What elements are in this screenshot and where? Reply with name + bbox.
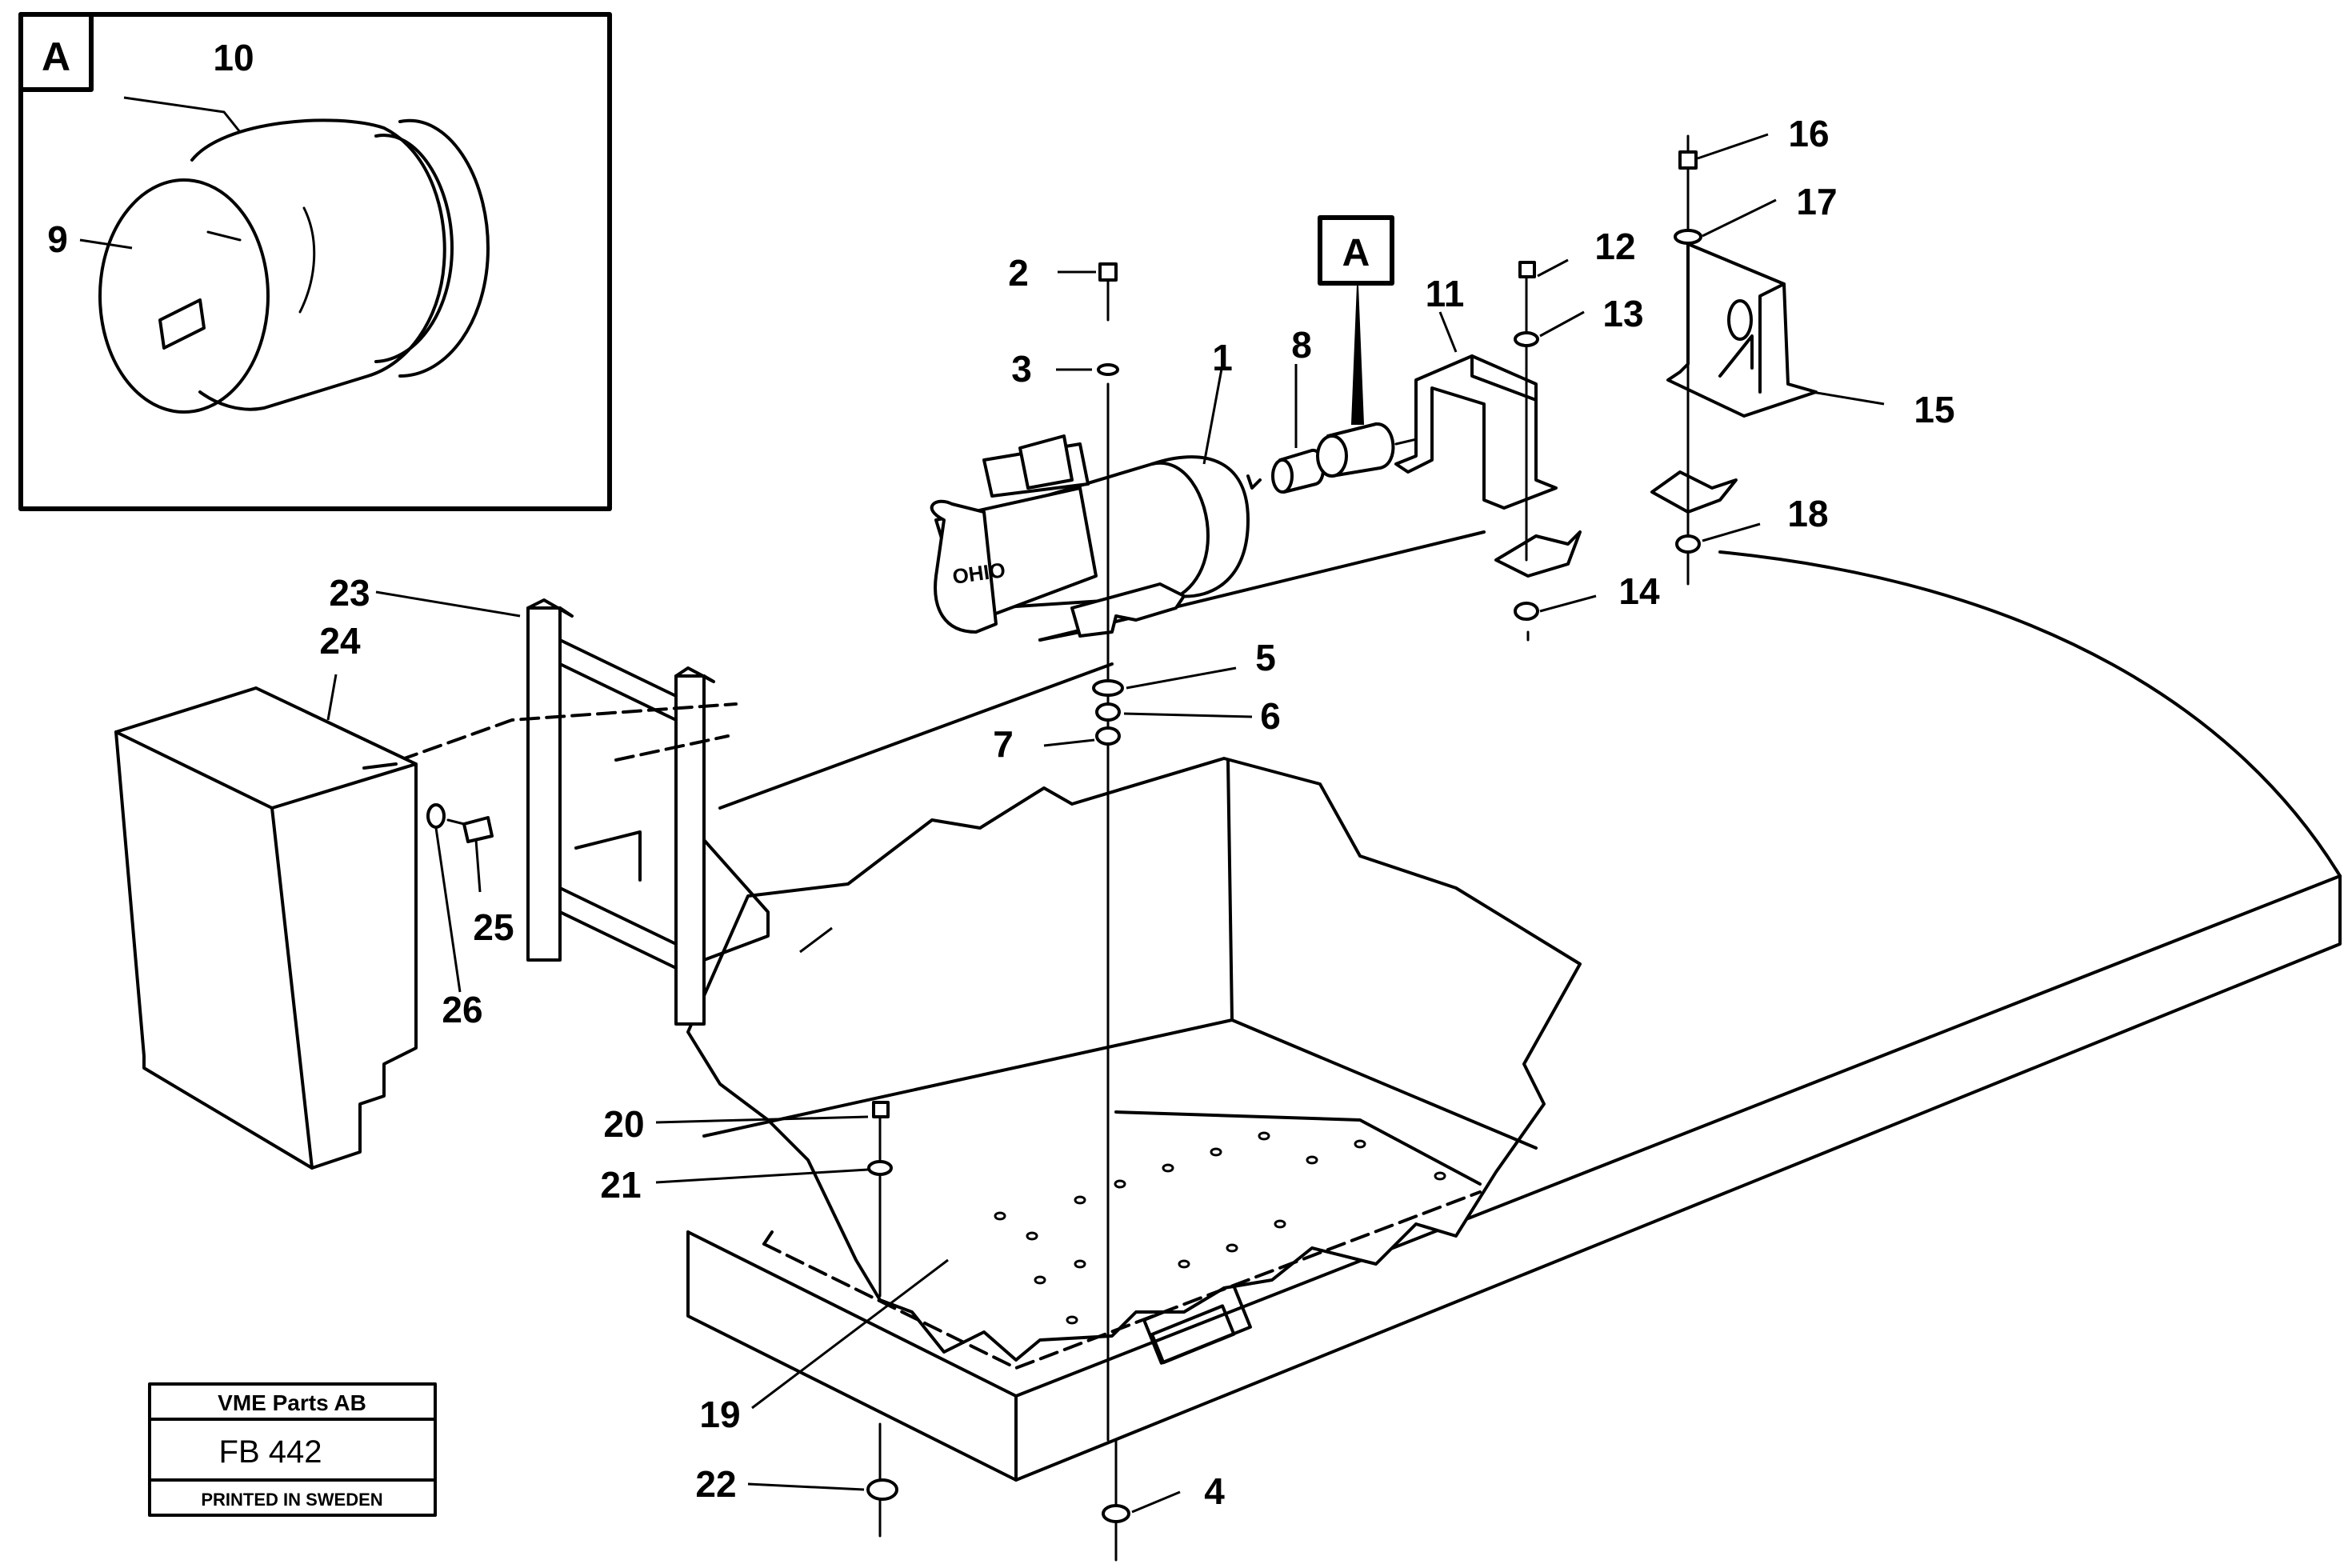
part-number-labels: 1 2 3 4 5 6 7 8 9 10 11 12 13 14 15 16 1… xyxy=(47,37,1954,1512)
label-25: 25 xyxy=(473,906,514,948)
coupling-parts xyxy=(1271,422,1422,494)
box-fasteners xyxy=(426,803,494,843)
label-8: 8 xyxy=(1291,324,1312,366)
electric-motor: OHIO xyxy=(930,434,1262,638)
pump-bracket xyxy=(1650,242,1818,514)
label-13: 13 xyxy=(1602,293,1643,334)
label-11: 11 xyxy=(1426,273,1465,314)
callout-letter: A xyxy=(1342,232,1370,274)
leader-lines xyxy=(79,96,1885,1514)
coupling-detail xyxy=(98,118,490,414)
label-10: 10 xyxy=(213,37,254,78)
label-12: 12 xyxy=(1594,226,1635,267)
label-21: 21 xyxy=(600,1164,641,1206)
electrical-box xyxy=(114,686,418,1170)
label-19: 19 xyxy=(699,1394,740,1435)
label-4: 4 xyxy=(1204,1470,1225,1512)
callout-a: A xyxy=(1318,215,1394,425)
label-22: 22 xyxy=(695,1463,736,1505)
label-17: 17 xyxy=(1796,181,1837,222)
fasteners xyxy=(866,150,1702,1523)
label-26: 26 xyxy=(442,989,482,1030)
label-20: 20 xyxy=(603,1103,644,1145)
spacer-plate xyxy=(1494,530,1582,578)
inset-detail-a: A xyxy=(18,12,612,511)
label-18: 18 xyxy=(1787,493,1828,534)
cutaway-opening xyxy=(686,757,1582,1370)
company-name: VME Parts AB xyxy=(218,1390,366,1415)
label-24: 24 xyxy=(319,620,361,662)
label-14: 14 xyxy=(1618,570,1660,612)
label-7: 7 xyxy=(993,723,1014,765)
title-block: VME Parts AB FB 442 PRINTED IN SWEDEN xyxy=(148,1382,437,1517)
figure-code: FB 442 xyxy=(219,1434,322,1470)
label-15: 15 xyxy=(1914,389,1954,430)
inset-letter: A xyxy=(42,34,70,79)
frame-rack xyxy=(398,598,770,1026)
label-23: 23 xyxy=(329,572,370,614)
label-5: 5 xyxy=(1255,637,1276,678)
motor-bracket xyxy=(1394,354,1558,510)
label-9: 9 xyxy=(47,218,68,260)
label-6: 6 xyxy=(1260,695,1281,737)
label-2: 2 xyxy=(1008,252,1029,294)
printed-in: PRINTED IN SWEDEN xyxy=(201,1490,382,1510)
label-3: 3 xyxy=(1011,348,1032,390)
label-1: 1 xyxy=(1212,337,1233,378)
label-16: 16 xyxy=(1788,113,1829,154)
mounting-plate-holes xyxy=(994,1131,1446,1325)
